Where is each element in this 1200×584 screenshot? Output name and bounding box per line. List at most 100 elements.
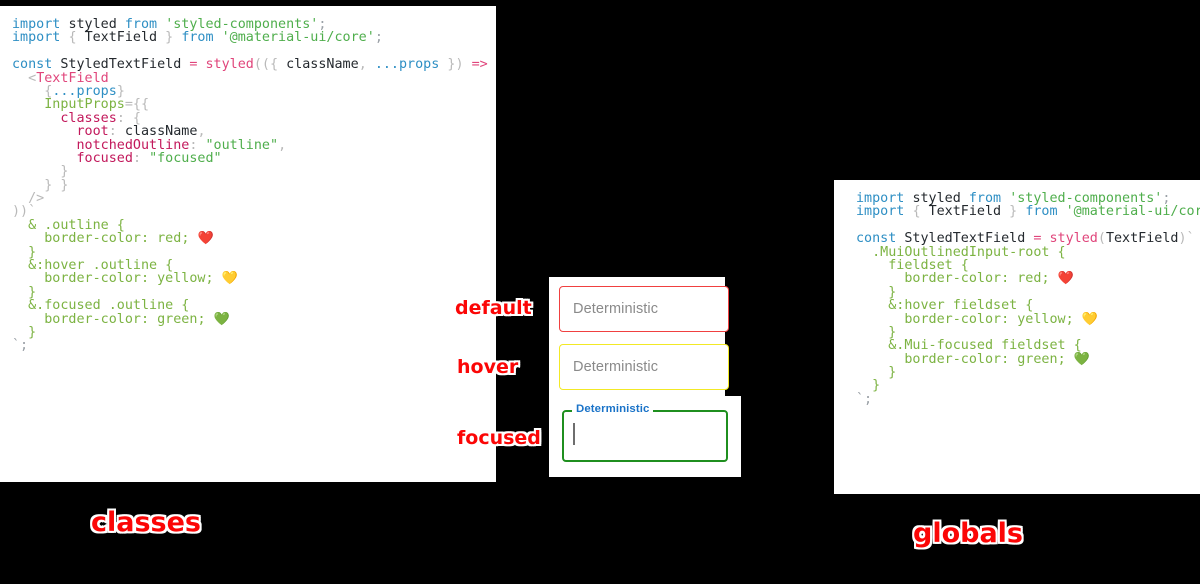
code-token: (( <box>253 57 270 73</box>
state-label-hover: hover <box>455 354 520 379</box>
code-token: ; <box>205 271 222 287</box>
code-token: `; <box>12 338 29 354</box>
code-token: '@material-ui/core' <box>1065 204 1200 220</box>
code-line: } } <box>12 177 496 193</box>
code-token: 💛 <box>1081 311 1098 327</box>
code-line: } <box>856 363 1200 380</box>
code-token: TextField <box>1105 231 1179 247</box>
code-token: styled <box>205 57 254 73</box>
caption-classes: classes <box>89 505 202 539</box>
code-token: ; <box>1065 311 1082 327</box>
code-line: const StyledTextField = styled(TextField… <box>856 229 1200 246</box>
code-token: } <box>12 244 37 260</box>
code-token: ...props <box>52 83 117 99</box>
code-token: import <box>12 17 69 32</box>
code-token: , <box>197 124 206 140</box>
code-token: => <box>471 57 496 73</box>
code-line: border-color: red; ❤️ <box>12 230 496 247</box>
code-token: } <box>116 83 125 99</box>
code-token: : <box>141 311 158 327</box>
code-token: focused <box>76 150 133 166</box>
code-token: ; <box>374 30 383 46</box>
textfield-focused-label: Deterministic <box>572 403 654 416</box>
code-line: } <box>12 324 496 340</box>
code-line: &:hover fieldset { <box>856 296 1200 313</box>
code-line: InputProps={{ <box>12 96 496 113</box>
code-token: TextField <box>84 30 158 46</box>
code-line: `; <box>12 337 496 354</box>
code-token: } <box>439 57 456 73</box>
code-line: } <box>856 323 1200 340</box>
code-line: const StyledTextField = styled(({ classN… <box>12 56 496 73</box>
code-token: : <box>1001 271 1018 287</box>
code-line: & .outline { <box>12 217 496 233</box>
code-line: } <box>856 283 1200 300</box>
code-token: StyledTextField <box>904 231 1034 247</box>
textfield-focused[interactable] <box>562 410 728 462</box>
code-line: import { TextField } from '@material-ui/… <box>12 29 496 46</box>
code-line: border-color: yellow; 💛 <box>856 310 1200 327</box>
code-token: = <box>1033 231 1050 247</box>
text-cursor <box>573 423 575 445</box>
code-token: ; <box>318 17 327 32</box>
code-token: green <box>157 311 198 327</box>
code-token: : <box>1001 311 1018 327</box>
code-token: &.focused .outline { <box>12 298 190 314</box>
code-token: &:hover fieldset { <box>856 298 1034 314</box>
code-token: } <box>157 30 182 46</box>
state-label-default: default <box>453 295 533 320</box>
code-token: { <box>12 83 53 99</box>
code-token: styled <box>68 17 125 32</box>
code-token: yellow <box>157 271 206 287</box>
code-token: yellow <box>1017 311 1066 327</box>
code-token: fieldset { <box>856 257 969 273</box>
code-token: ; <box>1057 351 1074 367</box>
code-panel-globals: import styled from 'styled-components';i… <box>834 180 1200 494</box>
code-token: const <box>12 57 61 73</box>
code-token: ( <box>1097 231 1106 247</box>
code-line: border-color: green; 💚 <box>856 350 1200 367</box>
code-line: } <box>856 376 1200 393</box>
code-token: border-color <box>12 231 141 247</box>
code-token: '@material-ui/core' <box>221 30 375 46</box>
code-line: border-color: green; 💚 <box>12 311 496 327</box>
code-token: styled <box>912 191 969 206</box>
code-line: &.Mui-focused fieldset { <box>856 336 1200 353</box>
code-token: "focused" <box>149 150 222 166</box>
code-token: )` <box>1178 231 1195 247</box>
code-token: ={{ <box>124 97 150 113</box>
code-token: : <box>108 124 125 140</box>
code-token: } <box>12 164 69 180</box>
textfield-hover[interactable]: Deterministic <box>559 344 729 390</box>
code-token: border-color <box>12 311 141 327</box>
code-token: `; <box>856 391 873 407</box>
code-token: "outline" <box>205 137 279 153</box>
code-token: &:hover .outline { <box>12 258 174 274</box>
code-token: 💚 <box>1073 351 1090 367</box>
code-token: className <box>124 124 198 140</box>
code-line: import styled from 'styled-components'; <box>12 16 496 32</box>
code-token: from <box>124 17 166 32</box>
code-line: } <box>12 284 496 300</box>
code-line: ))` <box>12 203 496 219</box>
code-line: {...props} <box>12 83 496 99</box>
code-line: fieldset { <box>856 256 1200 273</box>
code-token: const <box>856 231 905 247</box>
code-token: className <box>286 57 359 73</box>
code-token: border-color <box>856 351 1002 367</box>
code-token: TextField <box>928 204 1002 220</box>
code-token: from <box>1025 204 1066 220</box>
code-token: import <box>856 204 913 220</box>
code-token: 💚 <box>213 311 230 327</box>
code-token: < <box>12 70 37 86</box>
code-token: border-color <box>12 271 141 287</box>
code-token: { <box>912 204 929 220</box>
code-token: import <box>12 30 69 46</box>
code-token: ; <box>1162 191 1171 206</box>
state-label-focused: focused <box>455 425 542 450</box>
textfield-default[interactable]: Deterministic <box>559 286 729 332</box>
code-token: , <box>358 57 375 73</box>
code-token: } <box>856 284 897 300</box>
code-token: root <box>76 124 109 140</box>
code-token: classes <box>60 110 117 126</box>
